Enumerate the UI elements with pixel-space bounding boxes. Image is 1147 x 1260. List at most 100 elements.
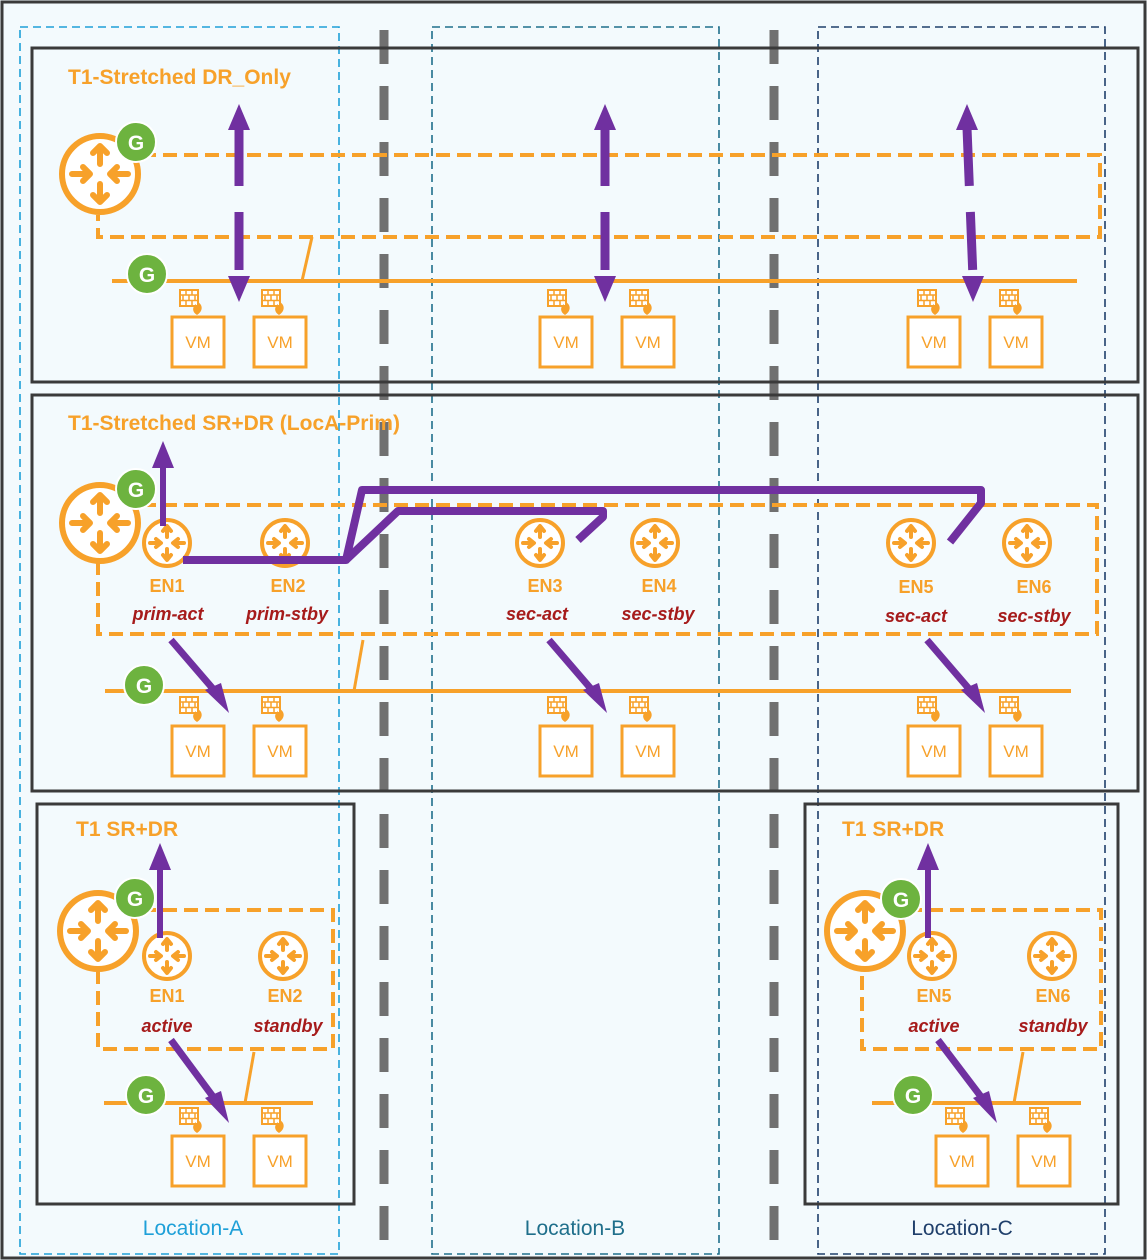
- gateway-label: G: [127, 888, 143, 911]
- section-sr-dr-title: T1-Stretched SR+DR (LocA-Prim): [68, 412, 400, 435]
- downlink-arrow: [168, 637, 229, 713]
- edge-name: EN4: [641, 576, 676, 596]
- downlink-arrow: [168, 1037, 229, 1123]
- gateway-icon: G: [115, 121, 157, 163]
- vm-label: VM: [1003, 333, 1029, 352]
- gateway-label: G: [905, 1085, 921, 1108]
- vm-icon: VM: [170, 724, 226, 778]
- vm-label: VM: [267, 742, 293, 761]
- vm-label: VM: [1003, 742, 1029, 761]
- gateway-label: G: [128, 132, 144, 155]
- vm-icon: VM: [252, 1134, 308, 1188]
- vm-label: VM: [921, 742, 947, 761]
- vm-icon: VM: [252, 315, 308, 369]
- local-c-router-boundary: [860, 908, 1103, 1051]
- vm-icon: VM: [620, 315, 676, 369]
- vm-label: VM: [185, 333, 211, 352]
- dr-only-uplink: [300, 236, 314, 282]
- vm-icon: VM: [1016, 1134, 1072, 1188]
- vm-icon: VM: [934, 1134, 990, 1188]
- north-south-arrow: [152, 441, 174, 526]
- gateway-icon: G: [115, 468, 157, 510]
- edge-router-icon: [1027, 931, 1077, 981]
- downlink-arrow: [924, 637, 985, 713]
- edge-name: EN6: [1016, 577, 1051, 597]
- cross-location-path-b: [343, 507, 607, 563]
- location-a-column: [19, 26, 340, 1255]
- vm-label: VM: [921, 333, 947, 352]
- edge-router-icon: [142, 931, 192, 981]
- edge-name: EN5: [916, 986, 951, 1006]
- local-a-router-boundary: [96, 908, 335, 1051]
- edge-role: prim-stby: [245, 604, 329, 624]
- bidirectional-arrow-icon: [956, 104, 984, 302]
- vm-icon: VM: [538, 724, 594, 778]
- sr-dr-router-boundary: [96, 503, 1099, 636]
- cross-location-path-c: [183, 486, 985, 564]
- edge-name: EN2: [267, 986, 302, 1006]
- edge-role: active: [908, 1016, 959, 1036]
- vm-icon: VM: [170, 315, 226, 369]
- vm-label: VM: [267, 1152, 293, 1171]
- local-c-uplink: [1012, 1051, 1025, 1104]
- edge-role: standby: [1018, 1016, 1088, 1036]
- edge-name: EN6: [1035, 986, 1070, 1006]
- gateway-icon: G: [126, 253, 168, 295]
- section-local-a-frame: [35, 802, 356, 1206]
- edge-name: EN1: [149, 576, 184, 596]
- edge-name: EN3: [527, 576, 562, 596]
- edge-router-icon: [515, 518, 565, 568]
- sr-dr-uplink: [352, 639, 365, 692]
- gateway-icon: G: [892, 1074, 934, 1116]
- vm-label: VM: [267, 333, 293, 352]
- vm-label: VM: [553, 333, 579, 352]
- location-c-column: [817, 26, 1106, 1255]
- edge-role: sec-stby: [997, 606, 1071, 626]
- gateway-label: G: [893, 889, 909, 912]
- edge-role: prim-act: [131, 604, 204, 624]
- gateway-icon: G: [880, 878, 922, 920]
- edge-router-icon: [886, 518, 936, 568]
- north-south-arrow: [917, 843, 939, 938]
- edge-name: EN1: [149, 986, 184, 1006]
- vm-icon: VM: [988, 315, 1044, 369]
- vm-label: VM: [635, 333, 661, 352]
- vm-label: VM: [1031, 1152, 1057, 1171]
- edge-router-icon: [1002, 518, 1052, 568]
- bidirectional-arrow-icon: [228, 104, 250, 302]
- edge-role: sec-stby: [621, 604, 695, 624]
- local-a-uplink: [243, 1051, 256, 1104]
- edge-role: standby: [253, 1016, 323, 1036]
- location-c-label: Location-C: [911, 1217, 1013, 1240]
- location-b-column: [431, 26, 720, 1255]
- gateway-label: G: [128, 479, 144, 502]
- edge-role: active: [141, 1016, 192, 1036]
- gateway-icon: G: [125, 1074, 167, 1116]
- gateway-icon: G: [123, 664, 165, 706]
- vm-icon: VM: [252, 724, 308, 778]
- downlink-arrow: [546, 637, 607, 713]
- section-dr-only-title: T1-Stretched DR_Only: [68, 66, 291, 89]
- section-dr-only-frame: [30, 46, 1140, 384]
- edge-role: sec-act: [885, 606, 948, 626]
- vm-icon: VM: [620, 724, 676, 778]
- vm-icon: VM: [538, 315, 594, 369]
- vm-label: VM: [635, 742, 661, 761]
- gateway-label: G: [139, 264, 155, 287]
- bidirectional-arrow-icon: [594, 104, 616, 302]
- vm-label: VM: [949, 1152, 975, 1171]
- edge-name: EN2: [270, 576, 305, 596]
- section-local-c-title: T1 SR+DR: [842, 818, 944, 841]
- edge-router-icon: [630, 518, 680, 568]
- downlink-arrow: [935, 1037, 997, 1123]
- section-sr-dr-frame: [30, 393, 1140, 793]
- vm-label: VM: [185, 1152, 211, 1171]
- section-local-a-title: T1 SR+DR: [76, 818, 178, 841]
- dr-only-router-boundary: [96, 153, 1102, 239]
- vm-icon: VM: [988, 724, 1044, 778]
- vm-icon: VM: [906, 315, 962, 369]
